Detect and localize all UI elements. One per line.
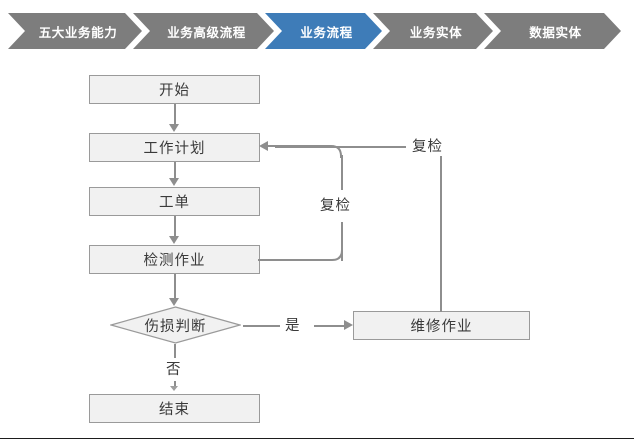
breadcrumb-item-1[interactable]: 五大业务能力 xyxy=(8,13,142,49)
node-work-plan-label: 工作计划 xyxy=(143,141,206,157)
edge-label-recheck-outer: 复检 xyxy=(409,135,446,156)
node-end[interactable]: 结束 xyxy=(89,394,260,423)
breadcrumb-item-5-label: 数据实体 xyxy=(529,25,582,40)
breadcrumb-item-3-active[interactable]: 业务流程 xyxy=(265,13,382,49)
edge-recheck-outer-hline xyxy=(275,145,406,148)
breadcrumb: 五大业务能力 业务高级流程 业务流程 业务实体 数据实体 xyxy=(0,13,634,49)
edge-work-order-to-inspection-arrow xyxy=(169,236,179,244)
edge-work-plan-to-work-order xyxy=(173,162,176,179)
node-decision[interactable]: 伤损判断 xyxy=(110,306,241,344)
edge-label-recheck-inner: 复检 xyxy=(317,194,354,215)
node-inspection-label: 检测作业 xyxy=(143,253,206,269)
breadcrumb-item-4[interactable]: 业务实体 xyxy=(373,13,493,49)
breadcrumb-item-4-label: 业务实体 xyxy=(409,25,463,40)
edge-start-to-work-plan-arrow xyxy=(169,124,179,132)
node-work-order-label: 工单 xyxy=(159,195,190,211)
edge-label-yes: 是 xyxy=(282,314,304,335)
edge-decision-yes-segment-2 xyxy=(314,324,345,327)
decision-diamond-shape xyxy=(110,306,241,344)
node-end-label: 结束 xyxy=(159,402,190,418)
edge-recheck-inner-elbow-bottom xyxy=(258,249,343,261)
breadcrumb-item-2[interactable]: 业务高级流程 xyxy=(133,13,274,49)
breadcrumb-item-1-label: 五大业务能力 xyxy=(38,25,118,40)
node-inspection[interactable]: 检测作业 xyxy=(89,245,260,274)
edge-recheck-inner-vline-upper xyxy=(341,155,343,190)
node-start[interactable]: 开始 xyxy=(89,75,260,104)
edge-decision-no-lower xyxy=(173,381,176,387)
edge-decision-no-arrow xyxy=(169,386,178,391)
edge-decision-yes-segment-1 xyxy=(243,324,280,327)
edge-inspection-to-decision xyxy=(173,274,176,299)
edge-work-order-to-inspection xyxy=(173,216,176,237)
edge-inspection-to-decision-arrow xyxy=(169,298,179,306)
node-repair[interactable]: 维修作业 xyxy=(353,311,530,340)
node-work-order[interactable]: 工单 xyxy=(89,187,260,216)
edge-decision-no-upper xyxy=(173,344,176,358)
edge-recheck-inner-vline-lower xyxy=(341,222,343,260)
edge-start-to-work-plan xyxy=(173,104,176,125)
node-decision-label: 伤损判断 xyxy=(144,318,207,335)
edge-recheck-outer-vline xyxy=(440,148,442,312)
node-repair-label: 维修作业 xyxy=(410,319,473,335)
edge-label-no: 否 xyxy=(163,358,185,379)
edge-recheck-inner-arrow xyxy=(259,140,268,151)
breadcrumb-item-3-label: 业务流程 xyxy=(300,25,353,40)
node-work-plan[interactable]: 工作计划 xyxy=(89,133,260,162)
breadcrumb-item-5[interactable]: 数据实体 xyxy=(484,13,621,49)
edge-decision-yes-arrow xyxy=(344,320,353,330)
breadcrumb-item-2-label: 业务高级流程 xyxy=(167,25,246,40)
edge-work-plan-to-work-order-arrow xyxy=(169,178,179,186)
node-start-label: 开始 xyxy=(159,83,190,99)
